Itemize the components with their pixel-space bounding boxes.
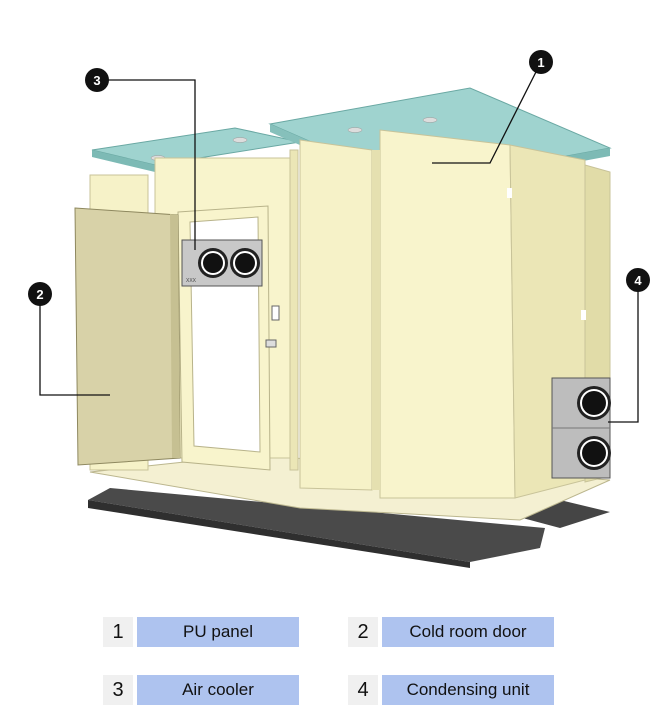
legend-item-pu-panel: 1 PU panel <box>103 617 299 647</box>
legend-item-condensing-unit: 4 Condensing unit <box>348 675 554 705</box>
svg-text:4: 4 <box>634 273 642 288</box>
leader-lines <box>39 61 639 423</box>
svg-text:2: 2 <box>36 287 43 302</box>
condensing-unit <box>551 377 611 479</box>
cold-room-diagram: XXX 1 3 2 4 <box>28 50 650 568</box>
legend-item-cold-room-door: 2 Cold room door <box>348 617 554 647</box>
svg-text:1: 1 <box>537 55 544 70</box>
callout-2: 2 <box>28 282 52 306</box>
right-room-walls <box>299 129 611 499</box>
legend-label: Condensing unit <box>382 675 554 705</box>
air-cooler: XXX <box>181 239 263 287</box>
air-cooler-marking: XXX <box>186 278 197 284</box>
legend-number: 2 <box>348 617 378 647</box>
legend-item-air-cooler: 3 Air cooler <box>103 675 299 705</box>
legend-number: 1 <box>103 617 133 647</box>
legend-label: PU panel <box>137 617 299 647</box>
legend-label: Air cooler <box>137 675 299 705</box>
svg-text:3: 3 <box>93 73 100 88</box>
callout-4: 4 <box>626 268 650 292</box>
callout-3: 3 <box>85 68 109 92</box>
legend-label: Cold room door <box>382 617 554 647</box>
legend-number: 3 <box>103 675 133 705</box>
callout-1: 1 <box>529 50 553 74</box>
legend-number: 4 <box>348 675 378 705</box>
cold-room-door <box>74 207 181 466</box>
